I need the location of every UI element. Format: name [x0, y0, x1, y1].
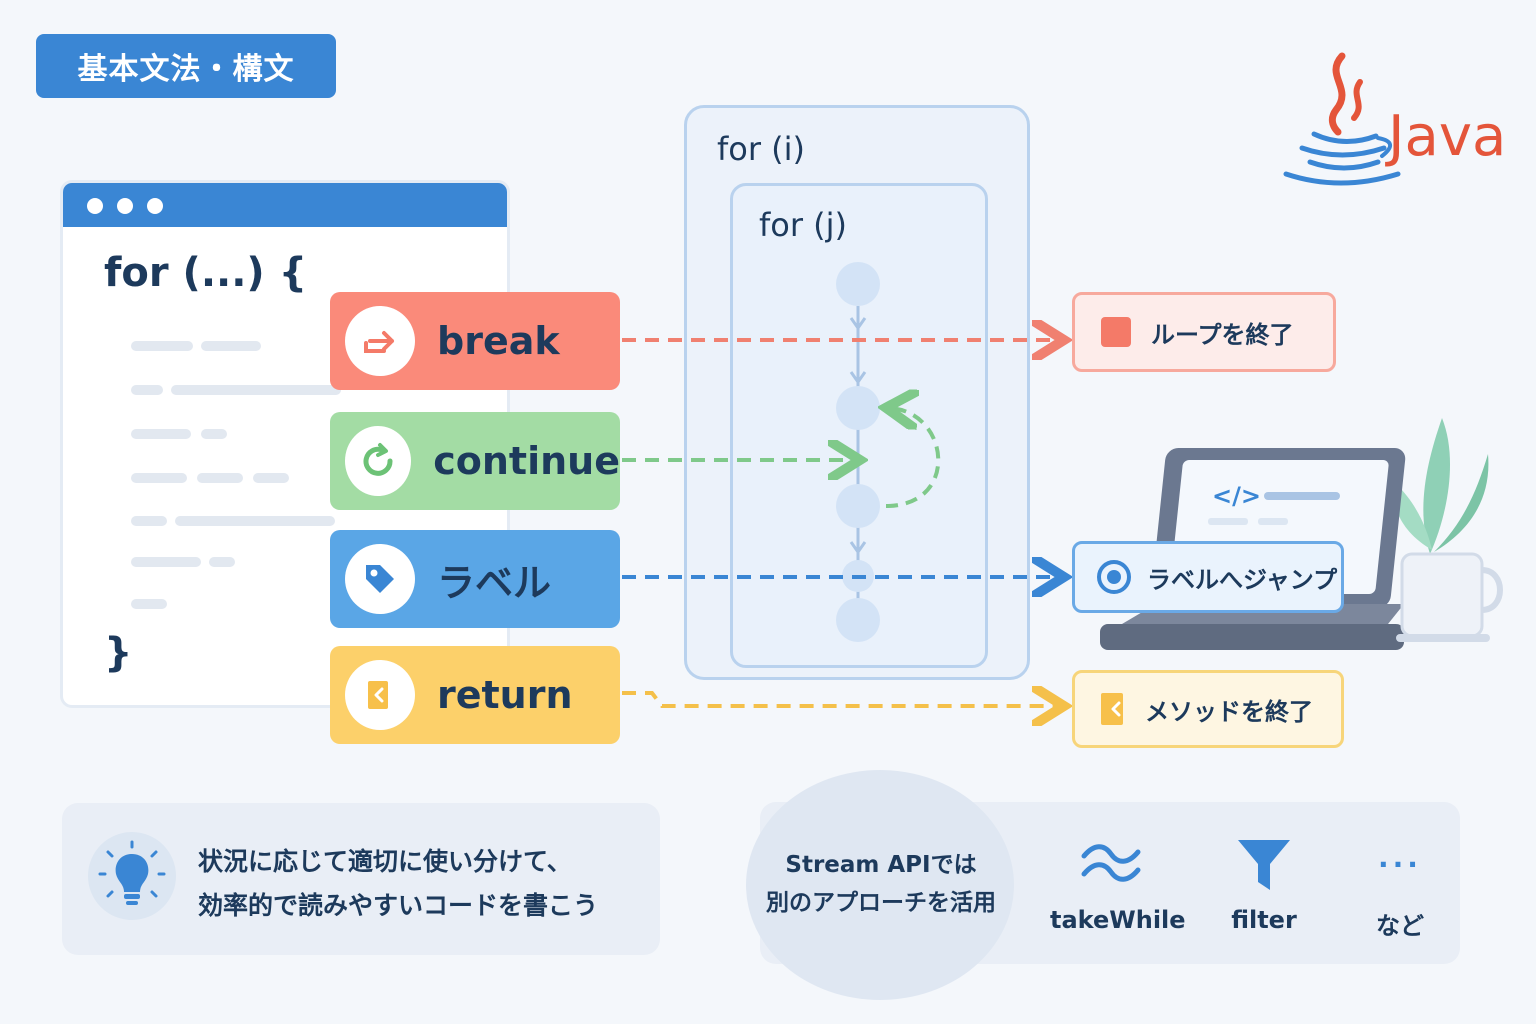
inner-loop-title: for (j): [759, 206, 848, 244]
code-placeholder-line: [131, 429, 191, 439]
label-result-text: ラベルへジャンプ: [1147, 565, 1338, 594]
code-placeholder-line: [131, 473, 187, 483]
code-placeholder-line: [171, 385, 341, 395]
more-dots-icon: ···: [1378, 848, 1422, 881]
continue-card: continue: [330, 412, 620, 510]
exit-arrow-icon: [345, 306, 415, 376]
code-placeholder-line: [131, 557, 201, 567]
continue-label: continue: [433, 439, 620, 483]
break-result-box: ループを終了: [1072, 292, 1336, 372]
return-result-text: メソッドを終了: [1145, 697, 1313, 726]
svg-text:</>: </>: [1212, 482, 1261, 510]
loop-circle-icon: [345, 426, 412, 496]
break-card: break: [330, 292, 620, 390]
window-dot: [87, 198, 103, 214]
window-titlebar: [63, 183, 507, 227]
return-label: return: [437, 673, 573, 717]
lightbulb-icon: [88, 832, 176, 920]
stream-line-2: 別のアプローチを活用: [766, 890, 996, 916]
break-label: break: [437, 319, 560, 363]
code-placeholder-line: [131, 385, 163, 395]
return-result-box: メソッドを終了: [1072, 670, 1344, 748]
stream-highlight-circle: [746, 770, 1014, 1000]
stream-item-takewhile: takeWhile: [1050, 906, 1186, 934]
stream-item-etc: など: [1376, 912, 1424, 940]
window-dot: [117, 198, 133, 214]
stream-item-filter: filter: [1231, 906, 1297, 934]
filter-funnel-icon: [1238, 840, 1290, 890]
label-keyword-label: ラベル: [437, 560, 552, 605]
java-logo-text: Java: [1388, 104, 1507, 169]
code-placeholder-line: [201, 341, 261, 351]
stop-square-icon: [1101, 317, 1131, 347]
tip-line-1: 状況に応じて適切に使い分けて、: [198, 847, 572, 876]
break-result-text: ループを終了: [1151, 320, 1294, 349]
code-placeholder-line: [131, 599, 167, 609]
laptop-illustration: </>: [1100, 418, 1503, 650]
target-circle-icon: [1097, 560, 1131, 594]
tip-text: 状況に応じて適切に使い分けて、 効率的で読みやすいコードを書こう: [198, 840, 598, 928]
code-for-open: for (...) {: [104, 250, 308, 296]
code-close-brace: }: [104, 630, 133, 676]
loop-flow-nodes: [836, 262, 880, 642]
code-placeholder-line: [131, 341, 193, 351]
label-card: ラベル: [330, 530, 620, 628]
tip-line-2: 効率的で読みやすいコードを書こう: [198, 891, 599, 920]
code-placeholder-line: [131, 516, 167, 526]
category-tag: 基本文法・構文: [36, 34, 336, 98]
outer-loop-title: for (i): [717, 130, 806, 168]
wave-icon: [1081, 844, 1141, 882]
code-placeholder-line: [197, 473, 243, 483]
stream-line-1: Stream APIでは: [785, 852, 977, 878]
label-result-box: ラベルへジャンプ: [1072, 541, 1344, 613]
return-card: return: [330, 646, 620, 744]
tag-icon: [345, 544, 415, 614]
java-logo-icon: [1283, 52, 1401, 186]
window-dot: [147, 198, 163, 214]
code-placeholder-line: [201, 429, 227, 439]
code-placeholder-line: [209, 557, 235, 567]
door-exit-icon: [1101, 693, 1123, 725]
stream-note: Stream APIでは 別のアプローチを活用: [754, 846, 1008, 922]
code-placeholder-line: [175, 516, 335, 526]
door-exit-icon: [345, 660, 415, 730]
code-placeholder-line: [253, 473, 289, 483]
